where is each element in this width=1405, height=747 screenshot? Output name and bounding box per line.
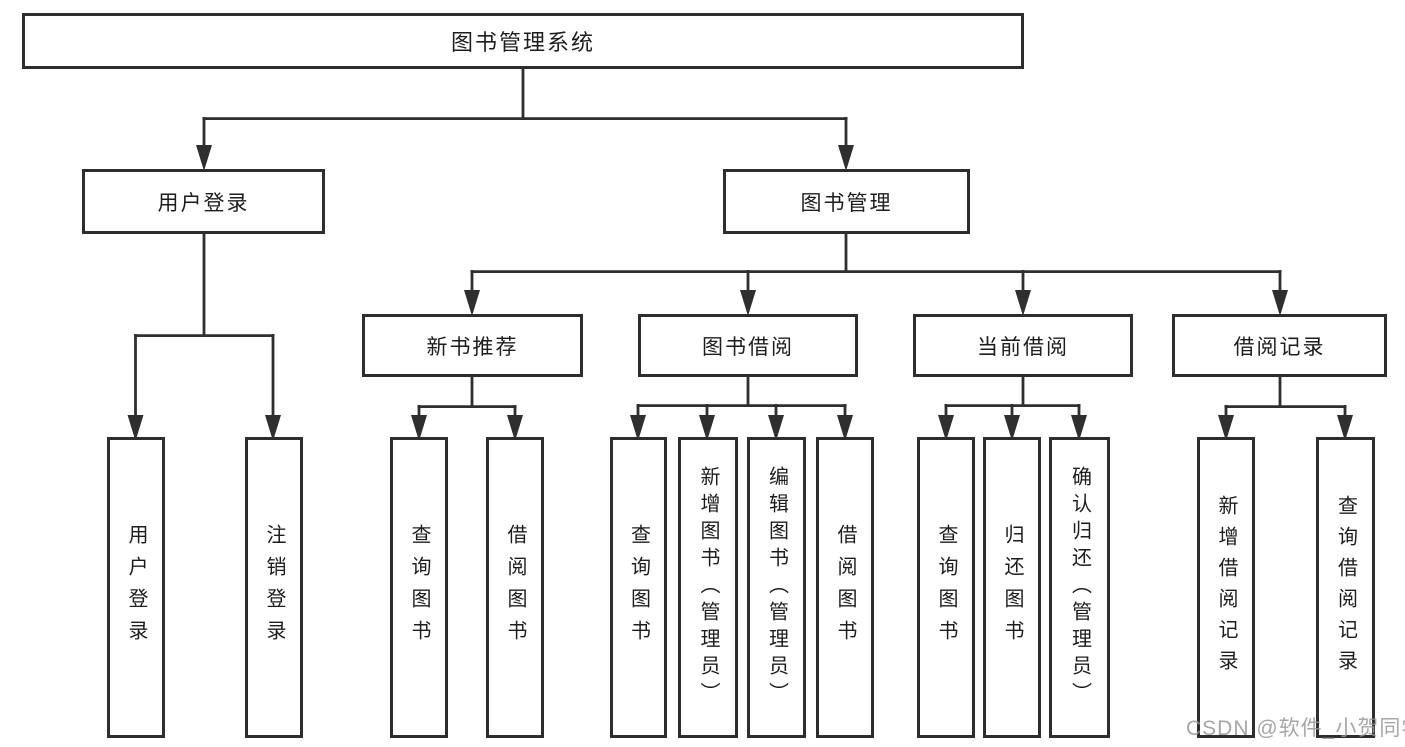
node-root: 图书管理系统	[22, 13, 1024, 69]
leaf-user-login: 用户登录	[107, 437, 165, 738]
leaf-add-borrow-record: 新增借阅记录	[1197, 437, 1255, 738]
node-book-management: 图书管理	[723, 169, 970, 234]
node-user-login: 用户登录	[82, 169, 325, 234]
leaf-add-book-admin-label: 新增图书（管理员）	[697, 466, 719, 709]
leaf-logout-label: 注销登录	[263, 523, 285, 652]
leaf-edit-book-admin: 编辑图书（管理员）	[747, 437, 806, 738]
node-borrow-record: 借阅记录	[1172, 314, 1387, 377]
leaf-borrow-query-book-label: 查询图书	[627, 523, 650, 652]
node-book-borrow: 图书借阅	[638, 314, 858, 377]
leaf-return-book: 归还图书	[983, 437, 1041, 738]
node-book-borrow-label: 图书借阅	[702, 335, 794, 359]
node-book-management-label: 图书管理	[800, 191, 893, 215]
leaf-recommend-borrow-book: 借阅图书	[486, 437, 544, 738]
leaf-user-login-label: 用户登录	[125, 523, 147, 652]
node-new-book-recommend: 新书推荐	[362, 314, 583, 377]
leaf-confirm-return-admin-label: 确认归还（管理员）	[1068, 466, 1091, 709]
leaf-recommend-query-book-label: 查询图书	[408, 523, 430, 652]
leaf-add-borrow-record-label: 新增借阅记录	[1215, 494, 1237, 681]
leaf-current-query-book: 查询图书	[917, 437, 975, 738]
leaf-edit-book-admin-label: 编辑图书（管理员）	[765, 466, 788, 709]
node-current-borrow-label: 当前借阅	[977, 335, 1069, 359]
leaf-borrow-book-label: 借阅图书	[834, 523, 856, 652]
node-root-label: 图书管理系统	[450, 30, 595, 55]
leaf-recommend-query-book: 查询图书	[390, 437, 448, 738]
leaf-borrow-query-book: 查询图书	[610, 437, 667, 738]
leaf-logout: 注销登录	[245, 437, 303, 738]
leaf-confirm-return-admin: 确认归还（管理员）	[1049, 437, 1110, 738]
leaf-borrow-book: 借阅图书	[816, 437, 874, 738]
leaf-query-borrow-record-label: 查询借阅记录	[1334, 494, 1357, 681]
leaf-recommend-borrow-book-label: 借阅图书	[504, 523, 526, 652]
leaf-return-book-label: 归还图书	[1001, 523, 1023, 652]
node-current-borrow: 当前借阅	[913, 314, 1133, 377]
csdn-watermark: CSDN @软件_小贺同学	[1186, 717, 1405, 740]
node-new-book-recommend-label: 新书推荐	[426, 335, 519, 359]
node-user-login-label: 用户登录	[157, 191, 250, 215]
leaf-current-query-book-label: 查询图书	[935, 523, 957, 652]
leaf-query-borrow-record: 查询借阅记录	[1316, 437, 1375, 738]
leaf-add-book-admin: 新增图书（管理员）	[678, 437, 738, 738]
node-borrow-record-label: 借阅记录	[1233, 335, 1326, 359]
